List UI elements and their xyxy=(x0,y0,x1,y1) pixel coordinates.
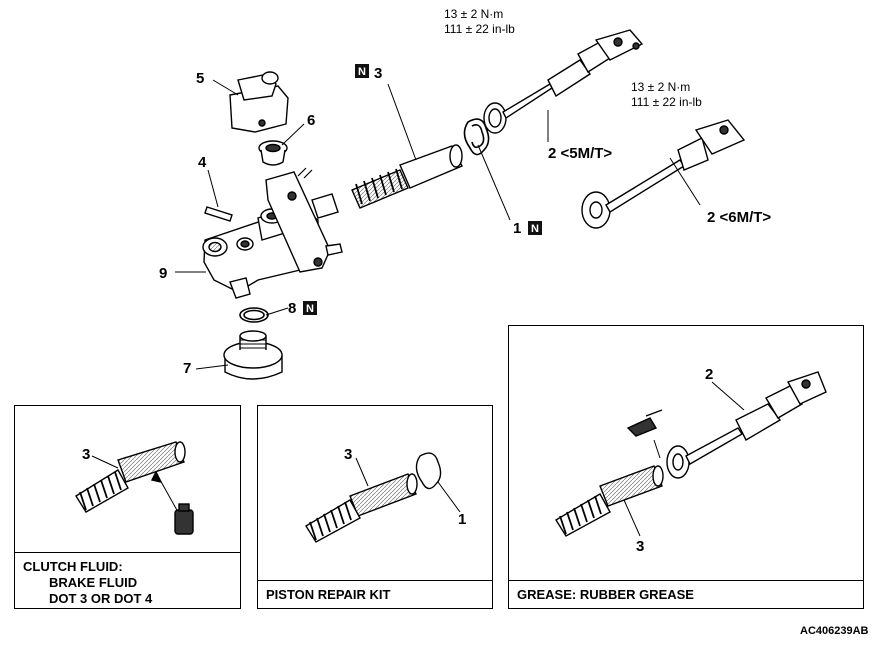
piston-kit-art xyxy=(305,452,442,543)
leader-lines xyxy=(175,79,701,370)
clutch-fluid-leader xyxy=(91,455,119,469)
label-part-9: 9 xyxy=(159,265,167,282)
piston-kit-label-part-3: 3 xyxy=(344,446,352,463)
n-badge-o-ring: N xyxy=(303,301,317,315)
label-part-7: 7 xyxy=(183,360,191,377)
grease-label-part-2: 2 xyxy=(705,366,713,383)
label-part-3: 3 xyxy=(374,65,382,82)
seal-grommet xyxy=(258,140,288,166)
clutch-fluid-caption: CLUTCH FLUID: BRAKE FLUID DOT 3 OR DOT 4 xyxy=(15,552,240,608)
svg-text:N: N xyxy=(306,303,314,315)
svg-text:N: N xyxy=(531,223,539,235)
torque-5mt-nm: 13 ± 2 N·m xyxy=(444,7,503,21)
piston-kit-caption-text: PISTON REPAIR KIT xyxy=(266,587,391,602)
clutch-fluid-caption-line1: CLUTCH FLUID: xyxy=(23,559,123,574)
label-part-2-6mt: 2 <6M/T> xyxy=(707,209,771,226)
stopper-ring xyxy=(463,118,490,156)
n-badge-piston: N xyxy=(355,64,369,78)
push-rod-5mt xyxy=(483,29,644,134)
clutch-fluid-label-part-3: 3 xyxy=(82,446,90,463)
clutch-fluid-caption-line2: BRAKE FLUID xyxy=(49,575,138,590)
torque-6mt-inlb: 111 ± 22 in-lb xyxy=(631,95,702,109)
n-badge-stopper-ring: N xyxy=(528,221,542,235)
clutch-fluid-caption-line3: DOT 3 OR DOT 4 xyxy=(49,591,153,606)
piston-kit-caption: PISTON REPAIR KIT xyxy=(258,580,492,608)
label-part-6: 6 xyxy=(307,112,315,129)
svg-text:N: N xyxy=(358,66,366,78)
piston-assembly-main xyxy=(351,144,463,209)
piston-kit-panel: PISTON REPAIR KIT xyxy=(257,405,493,609)
clutch-fluid-panel: CLUTCH FLUID: BRAKE FLUID DOT 3 OR DOT 4 xyxy=(14,405,241,609)
master-cylinder-body xyxy=(202,167,343,299)
label-part-4: 4 xyxy=(198,154,207,171)
pin xyxy=(204,206,233,222)
reference-code: AC406239AB xyxy=(800,625,869,637)
label-part-5: 5 xyxy=(196,70,204,87)
label-part-8: 8 xyxy=(288,300,296,317)
clutch-fluid-art xyxy=(75,441,194,535)
grease-label-part-3: 3 xyxy=(636,538,644,555)
label-part-1: 1 xyxy=(513,220,521,237)
grease-caption: GREASE: RUBBER GREASE xyxy=(509,580,863,608)
o-ring xyxy=(239,307,269,323)
push-rod-6mt xyxy=(581,119,746,229)
torque-5mt-inlb: 111 ± 22 in-lb xyxy=(444,22,515,36)
reservoir-cap xyxy=(229,71,289,133)
piston-kit-label-part-1: 1 xyxy=(458,511,466,528)
grease-art xyxy=(555,371,827,537)
torque-6mt-nm: 13 ± 2 N·m xyxy=(631,80,690,94)
piston-kit-leaders xyxy=(355,457,461,513)
grease-panel: GREASE: RUBBER GREASE xyxy=(508,325,864,609)
grease-caption-text: GREASE: RUBBER GREASE xyxy=(517,587,694,602)
union-fitting xyxy=(223,330,283,380)
grease-leaders xyxy=(623,381,745,537)
label-part-2-5mt: 2 <5M/T> xyxy=(548,145,612,162)
